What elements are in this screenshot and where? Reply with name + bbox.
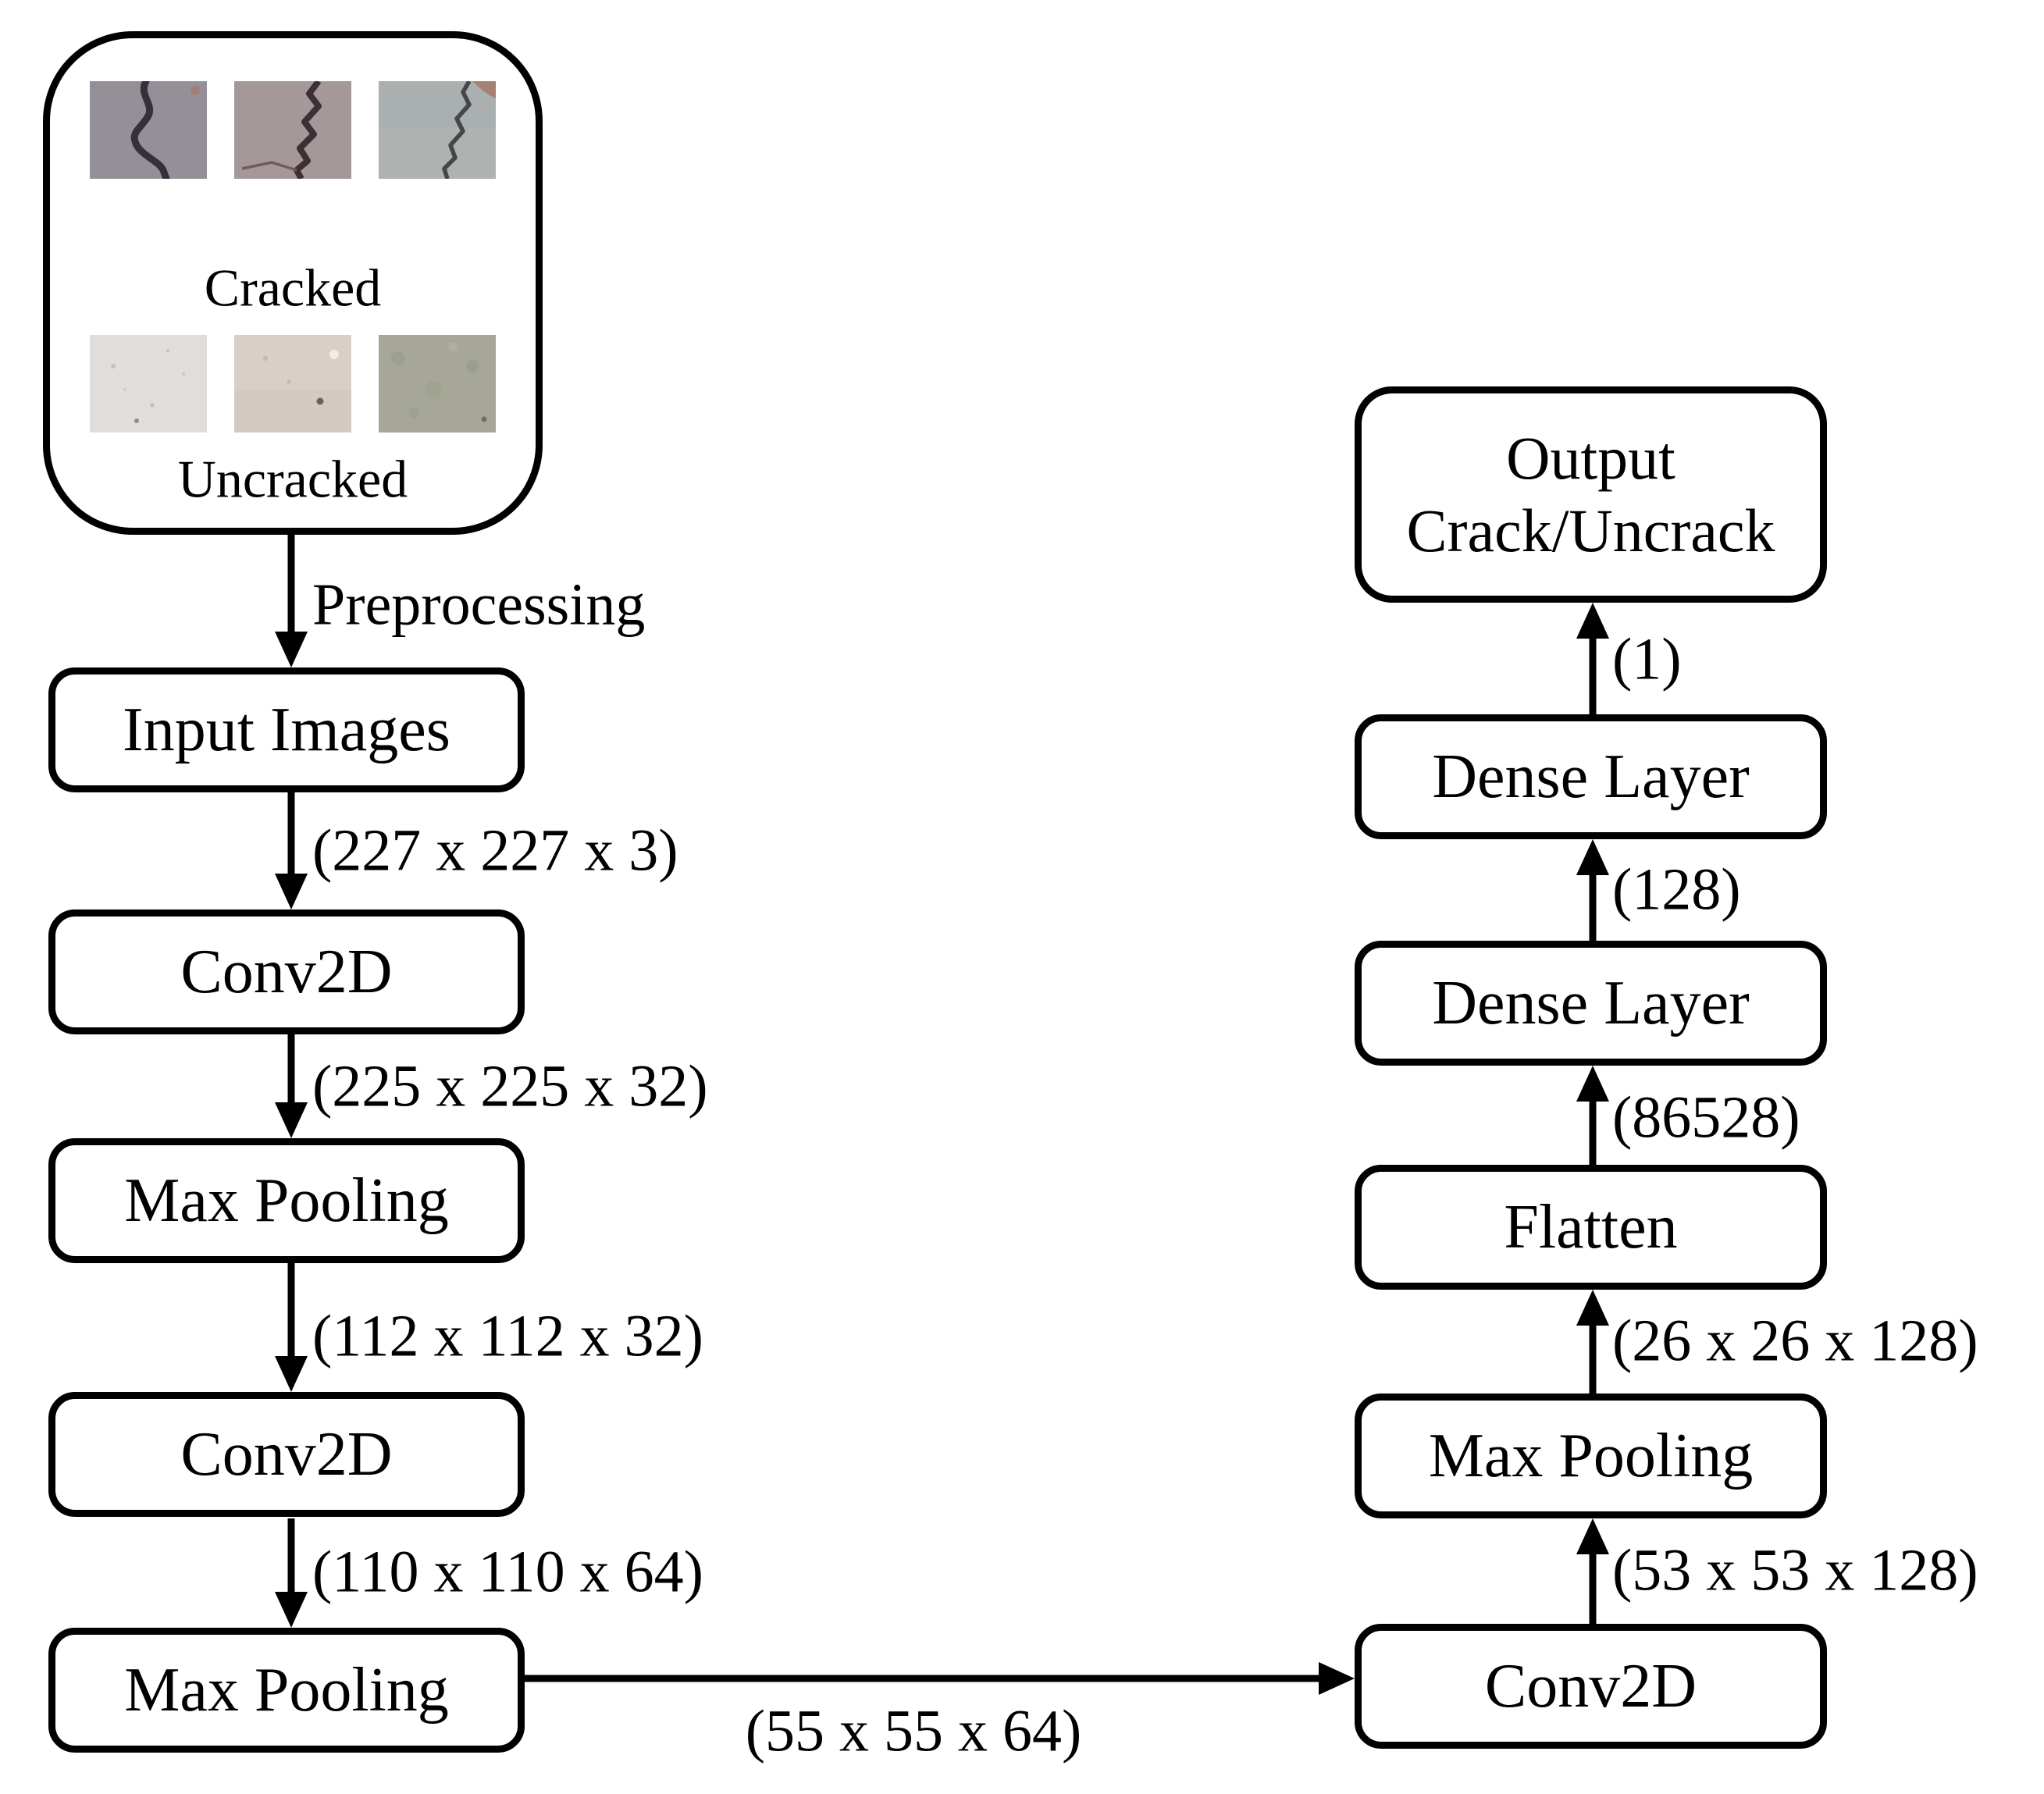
node-max-pooling-3: Max Pooling [1355, 1394, 1827, 1518]
arrowhead-samples-to-input [275, 632, 308, 667]
node-output: Output Crack/Uncrack [1355, 386, 1827, 603]
arrowhead-pool2-to-conv3 [1319, 1662, 1355, 1695]
output-line-2: Crack/Uncrack [1406, 496, 1775, 564]
node-dense-layer-1: Dense Layer [1355, 941, 1827, 1066]
uncracked-label: Uncracked [177, 449, 408, 509]
uncracked-sample-image-2 [234, 335, 351, 432]
label-preprocessing: Preprocessing [312, 571, 646, 638]
arrow-conv1-to-pool1 [287, 1034, 295, 1103]
arrow-dense2-to-output [1589, 637, 1597, 714]
label-dim-55-55-64: (55 x 55 x 64) [745, 1698, 1082, 1764]
uncracked-sample-row [50, 335, 536, 432]
arrow-flatten-to-dense1 [1589, 1100, 1597, 1165]
label-dim-225-225-32: (225 x 225 x 32) [312, 1053, 708, 1119]
cracked-sample-row [50, 81, 536, 179]
arrowhead-input-to-conv1 [275, 874, 308, 909]
uncracked-sample-image-1 [90, 335, 207, 432]
node-dense-layer-2: Dense Layer [1355, 714, 1827, 839]
node-max-pooling-2: Max Pooling [48, 1628, 525, 1753]
label-dim-26-26-128: (26 x 26 x 128) [1612, 1308, 1978, 1374]
arrow-conv2-to-pool2 [287, 1518, 295, 1593]
arrowhead-pool3-to-flatten [1576, 1290, 1609, 1326]
node-conv2d-1: Conv2D [48, 909, 525, 1034]
arrowhead-pool1-to-conv2 [275, 1356, 308, 1392]
arrowhead-dense1-to-dense2 [1576, 839, 1609, 875]
label-dim-110-110-64: (110 x 110 x 64) [312, 1539, 703, 1605]
node-flatten: Flatten [1355, 1165, 1827, 1290]
arrowhead-flatten-to-dense1 [1576, 1066, 1609, 1102]
node-conv2d-3: Conv2D [1355, 1624, 1827, 1749]
arrow-pool3-to-flatten [1589, 1324, 1597, 1394]
arrow-pool2-to-conv3 [525, 1675, 1320, 1682]
samples-box: Cracked [43, 31, 543, 535]
label-dim-112-112-32: (112 x 112 x 32) [312, 1303, 703, 1369]
arrowhead-dense2-to-output [1576, 603, 1609, 639]
cracked-sample-image-3 [379, 81, 496, 179]
node-input-images: Input Images [48, 667, 525, 792]
node-max-pooling-1: Max Pooling [48, 1138, 525, 1263]
node-conv2d-2: Conv2D [48, 1392, 525, 1517]
output-line-1: Output [1506, 424, 1675, 493]
arrowhead-conv2-to-pool2 [275, 1592, 308, 1628]
arrow-input-to-conv1 [287, 792, 295, 874]
arrow-conv3-to-pool3 [1589, 1553, 1597, 1624]
label-dim-1: (1) [1612, 626, 1682, 692]
cracked-label: Cracked [204, 258, 382, 318]
label-dim-227-227-3: (227 x 227 x 3) [312, 817, 678, 884]
arrow-samples-to-input [287, 535, 295, 632]
arrowhead-conv3-to-pool3 [1576, 1518, 1609, 1554]
label-dim-53-53-128: (53 x 53 x 128) [1612, 1537, 1978, 1604]
uncracked-sample-image-3 [379, 335, 496, 432]
cracked-sample-image-2 [234, 81, 351, 179]
label-dim-128: (128) [1612, 856, 1741, 923]
label-dim-86528: (86528) [1612, 1084, 1800, 1151]
cracked-sample-image-1 [90, 81, 207, 179]
arrow-pool1-to-conv2 [287, 1263, 295, 1357]
arrowhead-conv1-to-pool1 [275, 1102, 308, 1138]
arrow-dense1-to-dense2 [1589, 874, 1597, 941]
